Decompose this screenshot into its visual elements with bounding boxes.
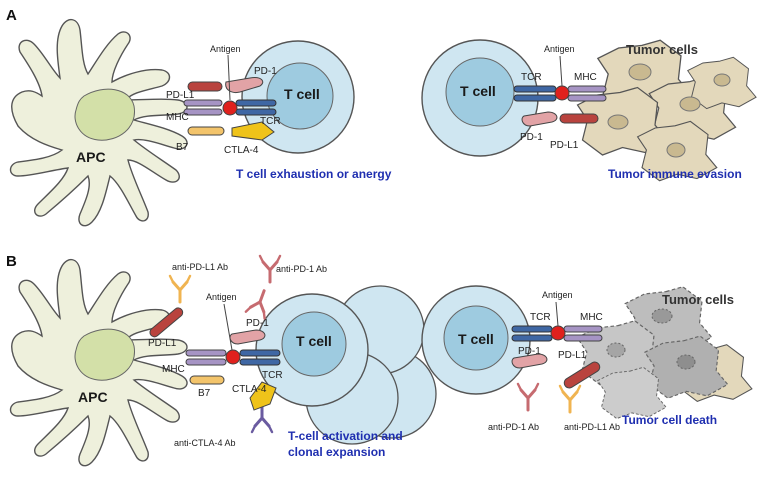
pd1-label: PD-1: [520, 132, 543, 143]
tumor-cells-label: Tumor cells: [626, 42, 698, 57]
antibody-y-icon: [168, 274, 192, 304]
apc-nucleus: [74, 88, 135, 141]
antigen-label: Antigen: [206, 292, 237, 302]
pd1-receptor: [511, 353, 548, 369]
b7-label: B7: [176, 142, 189, 153]
t-cell: [421, 39, 539, 157]
tumor-cells-label: Tumor cells: [662, 292, 734, 307]
pd1-label: PD-1: [246, 318, 269, 329]
apc-cell: [9, 258, 188, 467]
mhc-receptor: [185, 349, 227, 366]
tcr-receptor: [239, 349, 281, 366]
t-cell: [241, 40, 355, 154]
pdl1-receptor: [187, 81, 223, 92]
mhc-receptor: [563, 325, 603, 342]
pdl1-label: PD-L1: [166, 90, 195, 101]
pdl1-label: PD-L1: [148, 338, 177, 349]
pdl1-label: PD-L1: [550, 140, 579, 151]
apc-label: APC: [76, 149, 106, 165]
antigen-label: Antigen: [210, 44, 241, 54]
t-cell: [421, 285, 531, 395]
mhc-receptor: [183, 99, 223, 116]
b7-receptor: [189, 375, 225, 385]
antigen-dot: [554, 85, 570, 101]
antigen-label: Antigen: [544, 44, 575, 54]
antigen-dot: [222, 100, 238, 116]
anti-pd1-label: anti-PD-1 Ab: [276, 264, 327, 274]
tcr-label: TCR: [521, 72, 542, 83]
mhc-label: MHC: [166, 112, 189, 123]
pd1-label: PD-1: [254, 66, 277, 77]
ctla4-label: CTLA-4: [224, 145, 259, 156]
pdl1-receptor: [563, 361, 601, 389]
antibody-y-icon: [516, 382, 540, 412]
mhc-receptor: [567, 85, 607, 102]
t-cell-label: T cell: [460, 83, 496, 99]
tumor-cells: [576, 39, 757, 182]
mhc-label: MHC: [580, 312, 603, 323]
anti-pdl1-label: anti-PD-L1 Ab: [172, 262, 228, 272]
t-cell-label: T cell: [284, 86, 320, 102]
antigen-label: Antigen: [542, 290, 573, 300]
ctla4-receptor: [231, 121, 275, 141]
b7-receptor: [187, 126, 225, 136]
t-cell-label: T cell: [296, 333, 332, 349]
apc-nucleus: [74, 328, 135, 381]
tcr-receptor: [513, 85, 557, 102]
pdl1-label: PD-L1: [558, 350, 587, 361]
t-cell-cluster: [255, 285, 437, 445]
panel-b-letter: B: [6, 253, 17, 270]
mhc-label: MHC: [574, 72, 597, 83]
b7-label: B7: [198, 388, 211, 399]
t-cell-label: T cell: [458, 331, 494, 347]
anti-pd1-label: anti-PD-1 Ab: [488, 422, 539, 432]
tcr-label: TCR: [260, 116, 281, 127]
pd1-receptor: [225, 77, 264, 93]
caption-evasion: Tumor immune evasion: [608, 167, 742, 181]
ctla4-receptor: [249, 381, 277, 411]
apc-label: APC: [78, 389, 108, 405]
mhc-label: MHC: [162, 364, 185, 375]
caption-exhaustion: T cell exhaustion or anergy: [236, 167, 392, 181]
anti-ctla4-label: anti-CTLA-4 Ab: [174, 438, 236, 448]
antibody-y-icon: [558, 384, 582, 414]
anti-pdl1-label: anti-PD-L1 Ab: [564, 422, 620, 432]
panel-a-letter: A: [6, 7, 17, 24]
pd1-label: PD-1: [518, 346, 541, 357]
pd1-receptor: [521, 111, 558, 127]
dead-tumor-cells: [576, 286, 753, 420]
tcr-label: TCR: [530, 312, 551, 323]
apc-cell: [9, 18, 188, 227]
caption-activation-2: clonal expansion: [288, 445, 385, 459]
pdl1-receptor: [149, 307, 184, 338]
caption-activation-1: T-cell activation and: [288, 429, 403, 443]
caption-cell-death: Tumor cell death: [622, 413, 717, 427]
antigen-dot: [550, 325, 566, 341]
ctla4-label: CTLA-4: [232, 384, 267, 395]
antigen-dot: [225, 349, 241, 365]
pdl1-receptor: [559, 113, 599, 124]
tcr-label: TCR: [262, 370, 283, 381]
